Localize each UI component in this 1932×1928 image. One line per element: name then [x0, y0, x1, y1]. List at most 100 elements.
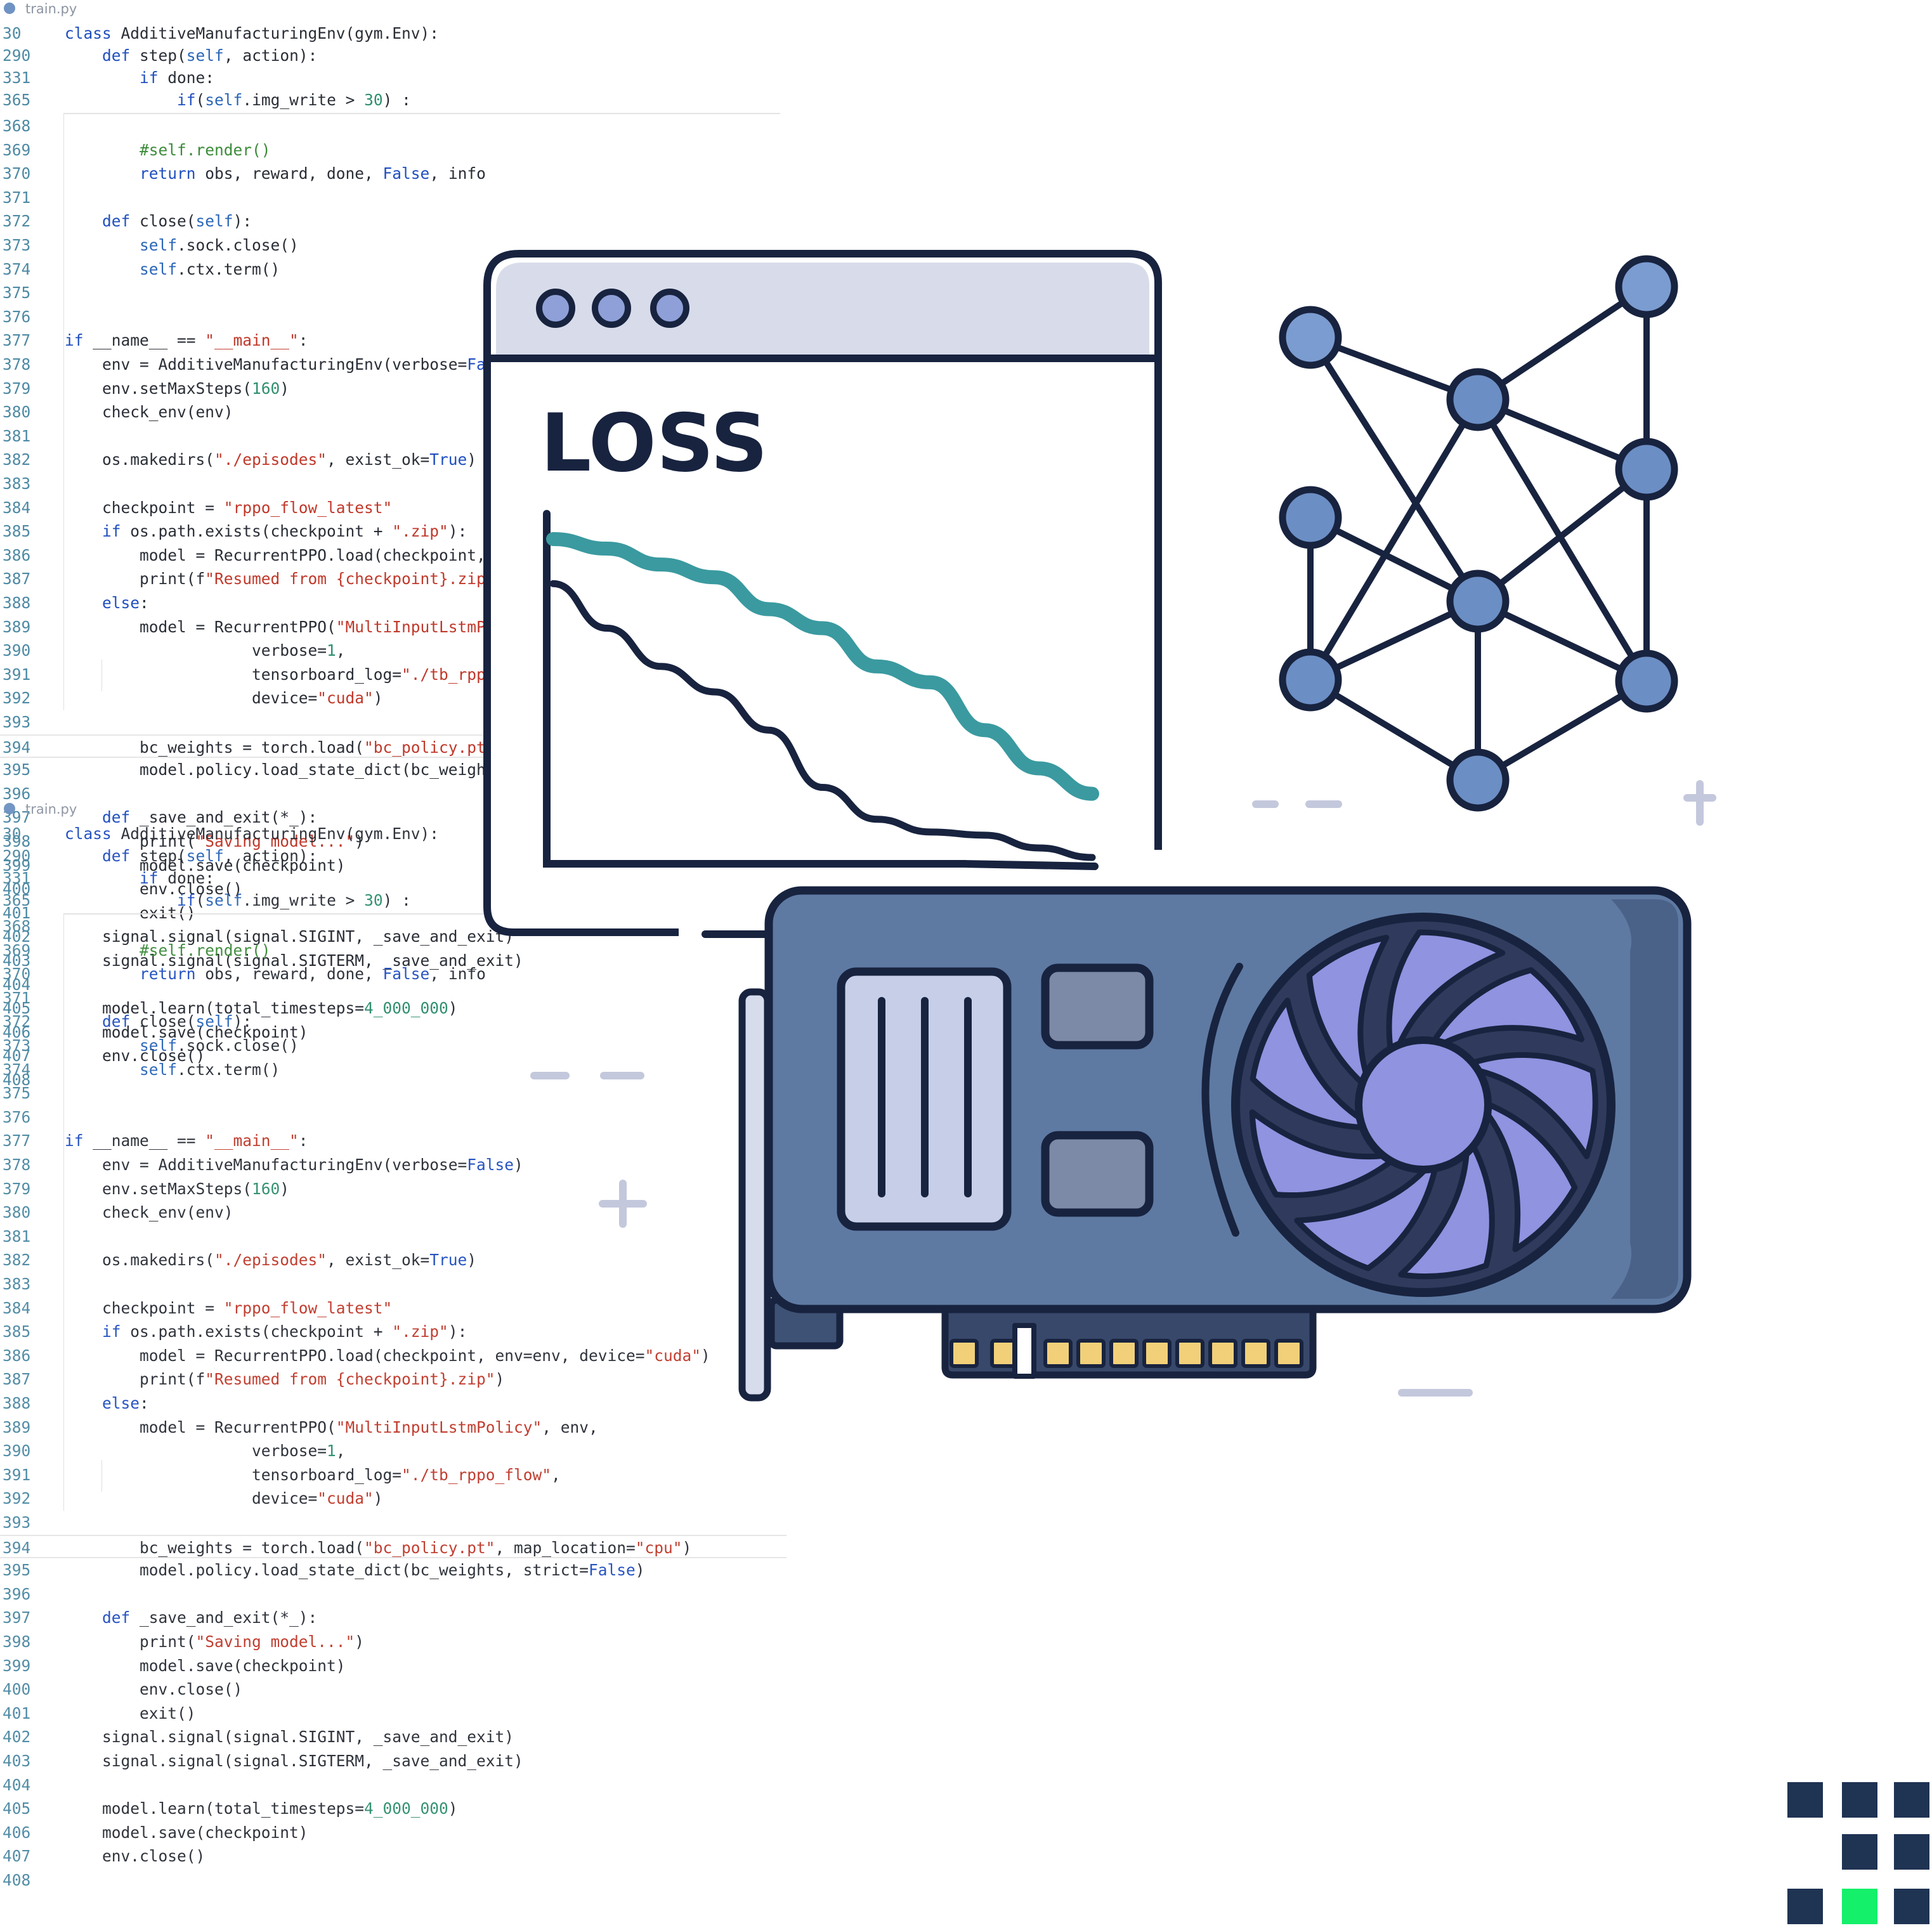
code-line[interactable]: 369 #self.render(): [0, 138, 787, 162]
code-text: device="cuda"): [65, 689, 383, 708]
code-line[interactable]: 395 model.policy.load_state_dict(bc_weig…: [0, 1558, 787, 1582]
code-line[interactable]: 391 tensorboard_log="./tb_rppo_flow",: [0, 1463, 787, 1487]
code-line[interactable]: 369 #self.render(): [0, 939, 787, 963]
code-line[interactable]: 390 verbose=1,: [0, 639, 787, 663]
file-tab-name[interactable]: train.py: [25, 802, 77, 817]
file-tab-name[interactable]: train.py: [25, 1, 77, 16]
code-line[interactable]: 385 if os.path.exists(checkpoint + ".zip…: [0, 1320, 787, 1344]
fan-blade: [1306, 934, 1390, 1085]
code-line[interactable]: 372 def close(self):: [0, 209, 787, 233]
code-line[interactable]: 388 else:: [0, 591, 787, 615]
code-line[interactable]: 401 exit(): [0, 901, 787, 925]
code-line[interactable]: 331 if done:: [0, 66, 787, 90]
code-line[interactable]: 403 signal.signal(signal.SIGTERM, _save_…: [0, 949, 787, 973]
code-line[interactable]: 370 return obs, reward, done, False, inf…: [0, 962, 787, 986]
code-line[interactable]: 404: [0, 973, 787, 997]
code-line[interactable]: 404: [0, 1773, 787, 1797]
code-line[interactable]: 380 check_env(env): [0, 1201, 787, 1225]
code-line[interactable]: 398 print("Saving model..."): [0, 1630, 787, 1654]
code-text: os.makedirs("./episodes", exist_ok=True): [65, 450, 477, 469]
code-text: verbose=1,: [65, 641, 346, 660]
code-line[interactable]: 389 model = RecurrentPPO("MultiInputLstm…: [0, 1416, 787, 1440]
code-line[interactable]: 405 model.learn(total_timesteps=4_000_00…: [0, 996, 787, 1020]
code-line[interactable]: 402 signal.signal(signal.SIGINT, _save_a…: [0, 925, 787, 949]
code-line[interactable]: 376: [0, 305, 787, 329]
code-text: model.policy.load_state_dict(bc_weights,…: [65, 1561, 645, 1580]
code-line[interactable]: 394 bc_weights = torch.load("bc_policy.p…: [0, 1534, 787, 1559]
code-line[interactable]: 408: [0, 1868, 787, 1892]
code-line[interactable]: 290 def step(self, action):: [0, 44, 787, 68]
code-line[interactable]: 397 def _save_and_exit(*_):: [0, 805, 787, 830]
code-line[interactable]: 400 env.close(): [0, 1677, 787, 1702]
code-line[interactable]: 370 return obs, reward, done, False, inf…: [0, 162, 787, 186]
code-line[interactable]: 393: [0, 1511, 787, 1535]
code-line[interactable]: 383: [0, 472, 787, 496]
fan-blade: [1294, 1166, 1438, 1272]
code-line[interactable]: 373 self.sock.close(): [0, 1034, 787, 1058]
code-line[interactable]: 365 if(self.img_write > 30) :: [0, 889, 787, 913]
code-line[interactable]: 402 signal.signal(signal.SIGINT, _save_a…: [0, 1725, 787, 1749]
code-line[interactable]: 392 device="cuda"): [0, 1487, 787, 1511]
code-line[interactable]: 398 print("Saving model..."): [0, 830, 787, 854]
line-number: 370: [3, 965, 31, 984]
code-line[interactable]: 379 env.setMaxSteps(160): [0, 377, 787, 401]
code-line[interactable]: 374 self.ctx.term(): [0, 257, 787, 282]
code-line[interactable]: 331 if done:: [0, 866, 787, 890]
line-number: 290: [3, 46, 31, 65]
code-line[interactable]: 383: [0, 1272, 787, 1296]
code-line[interactable]: 407 env.close(): [0, 1044, 787, 1068]
code-line[interactable]: 373 self.sock.close(): [0, 233, 787, 257]
code-line[interactable]: 290 def step(self, action):: [0, 844, 787, 868]
code-line[interactable]: 372 def close(self):: [0, 1010, 787, 1034]
code-line[interactable]: 401 exit(): [0, 1702, 787, 1726]
code-line[interactable]: 392 device="cuda"): [0, 686, 787, 710]
code-line[interactable]: 397 def _save_and_exit(*_):: [0, 1606, 787, 1630]
code-line[interactable]: 396: [0, 782, 787, 806]
code-line[interactable]: 381: [0, 1225, 787, 1249]
code-line[interactable]: 368: [0, 114, 787, 138]
code-line[interactable]: 371: [0, 986, 787, 1010]
code-line[interactable]: 365 if(self.img_write > 30) :: [0, 88, 787, 112]
code-line[interactable]: 387 print(f"Resumed from {checkpoint}.zi…: [0, 1367, 787, 1391]
code-line[interactable]: 390 verbose=1,: [0, 1439, 787, 1463]
code-line[interactable]: 374 self.ctx.term(): [0, 1058, 787, 1082]
code-line[interactable]: 376: [0, 1105, 787, 1130]
line-number: 390: [3, 641, 31, 660]
code-line[interactable]: 386 model = RecurrentPPO.load(checkpoint…: [0, 1344, 787, 1368]
code-line[interactable]: 407 env.close(): [0, 1844, 787, 1868]
code-line[interactable]: 408: [0, 1068, 787, 1092]
line-number: 396: [3, 784, 31, 803]
line-number: 378: [3, 355, 31, 374]
code-line[interactable]: 384 checkpoint = "rppo_flow_latest": [0, 496, 787, 520]
code-line[interactable]: 368: [0, 915, 787, 939]
line-number: 389: [3, 1417, 31, 1436]
code-line[interactable]: 403 signal.signal(signal.SIGTERM, _save_…: [0, 1749, 787, 1773]
code-line[interactable]: 396: [0, 1582, 787, 1606]
code-line[interactable]: 382 os.makedirs("./episodes", exist_ok=T…: [0, 448, 787, 472]
code-line[interactable]: 393: [0, 710, 787, 734]
code-line[interactable]: 388 else:: [0, 1391, 787, 1416]
line-number: 406: [3, 1823, 31, 1842]
code-line[interactable]: 385 if os.path.exists(checkpoint + ".zip…: [0, 519, 787, 544]
code-line[interactable]: 406 model.save(checkpoint): [0, 1821, 787, 1845]
code-line[interactable]: 400 env.close(): [0, 877, 787, 901]
code-line[interactable]: 379 env.setMaxSteps(160): [0, 1177, 787, 1201]
code-line[interactable]: 375: [0, 281, 787, 305]
code-line[interactable]: 399 model.save(checkpoint): [0, 1654, 787, 1678]
code-line[interactable]: 382 os.makedirs("./episodes", exist_ok=T…: [0, 1248, 787, 1272]
code-line[interactable]: 378 env = AdditiveManufacturingEnv(verbo…: [0, 1153, 787, 1177]
code-line[interactable]: 380 check_env(env): [0, 400, 787, 424]
code-line[interactable]: 371: [0, 186, 787, 210]
code-line[interactable]: 399 model.save(checkpoint): [0, 854, 787, 878]
code-text: def _save_and_exit(*_):: [102, 808, 318, 827]
indent-guide: [63, 915, 64, 1511]
code-line[interactable]: 384 checkpoint = "rppo_flow_latest": [0, 1296, 787, 1320]
code-line[interactable]: 406 model.save(checkpoint): [0, 1020, 787, 1045]
code-line[interactable]: 381: [0, 424, 787, 448]
code-line[interactable]: 405 model.learn(total_timesteps=4_000_00…: [0, 1797, 787, 1821]
code-line[interactable]: 375: [0, 1081, 787, 1105]
